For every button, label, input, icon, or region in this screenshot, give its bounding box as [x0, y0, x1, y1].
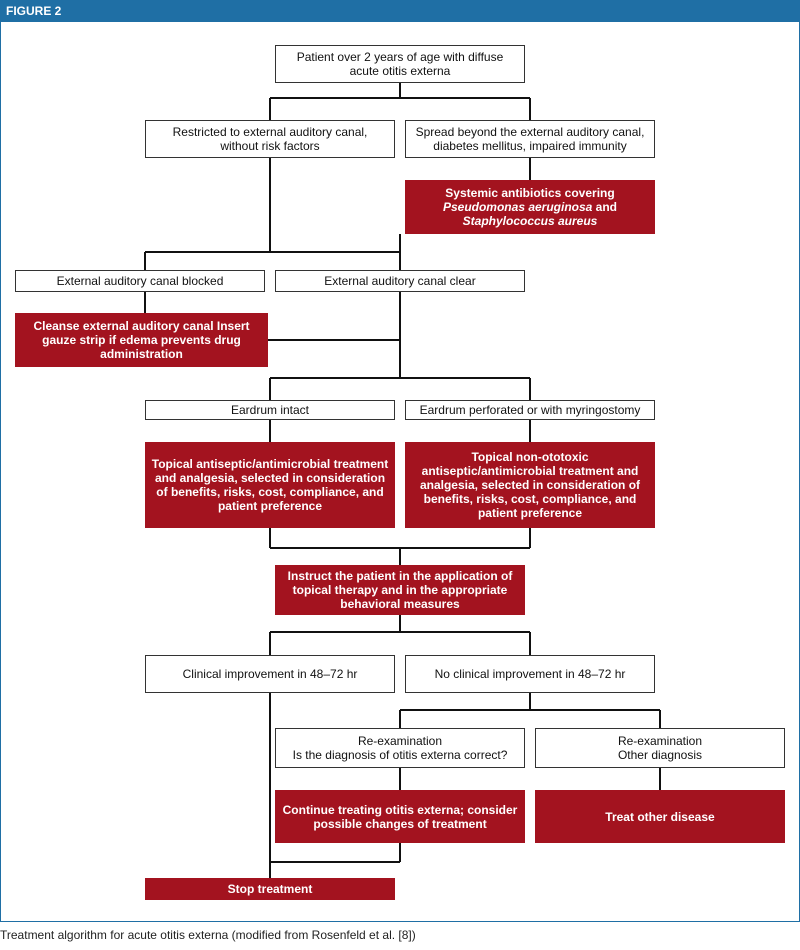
connector-restricted-to-canal [144, 158, 401, 270]
spread-node: Spread beyond the external auditory cana… [405, 120, 655, 158]
connector-instruct-to-outcomes [269, 615, 531, 655]
reexam-correct-line-2: Is the diagnosis of otitis externa corre… [292, 748, 508, 762]
reexam-other-line-1: Re-examination [617, 734, 703, 748]
eardrum-perforated-node: Eardrum perforated or with myringostomy [405, 400, 655, 420]
cleanse-canal-node: Cleanse external auditory canal Insert g… [15, 313, 268, 367]
no-clinical-improvement-node: No clinical improvement in 48–72 hr [405, 655, 655, 693]
systemic-line-2: Pseudomonas aeruginosa and [443, 200, 617, 214]
systemic-line-1: Systemic antibiotics covering [445, 186, 615, 200]
connector-topical-to-instruct [269, 528, 531, 565]
connector-no-improvement-to-reexam [399, 693, 661, 728]
clinical-improvement-node: Clinical improvement in 48–72 hr [145, 655, 395, 693]
eardrum-intact-node: Eardrum intact [145, 400, 395, 420]
connector-start-to-branches [269, 82, 531, 120]
connector-clear-to-eardrum [268, 292, 531, 400]
pseudomonas-name: Pseudomonas aeruginosa [442, 200, 593, 214]
treat-other-disease-node: Treat other disease [535, 790, 785, 843]
connector-improvement-to-stop [269, 693, 401, 878]
connector-eardrum-to-topical [269, 420, 531, 442]
connector-reexam-to-actions [399, 768, 661, 790]
canal-blocked-node: External auditory canal blocked [15, 270, 265, 292]
instruct-patient-node: Instruct the patient in the application … [275, 565, 525, 615]
reexamination-correct-node: Re-examination Is the diagnosis of otiti… [275, 728, 525, 768]
topical-intact-node: Topical antiseptic/antimicrobial treatme… [145, 442, 395, 528]
systemic-antibiotics-node: Systemic antibiotics covering Pseudomona… [405, 180, 655, 234]
reexam-other-line-2: Other diagnosis [617, 748, 703, 762]
continue-treatment-node: Continue treating otitis externa; consid… [275, 790, 525, 843]
topical-perforated-node: Topical non-ototoxic antiseptic/antimicr… [405, 442, 655, 528]
figure-label: FIGURE 2 [0, 0, 800, 22]
reexam-correct-line-1: Re-examination [357, 734, 443, 748]
reexamination-other-node: Re-examination Other diagnosis [535, 728, 785, 768]
start-node: Patient over 2 years of age with diffuse… [275, 45, 525, 83]
figure-caption: Treatment algorithm for acute otitis ext… [0, 928, 416, 942]
restricted-node: Restricted to external auditory canal, w… [145, 120, 395, 158]
stop-treatment-node: Stop treatment [145, 878, 395, 900]
staphylococcus-name: Staphylococcus aureus [462, 214, 598, 228]
canal-clear-node: External auditory canal clear [275, 270, 525, 292]
systemic-and: and [592, 200, 618, 214]
